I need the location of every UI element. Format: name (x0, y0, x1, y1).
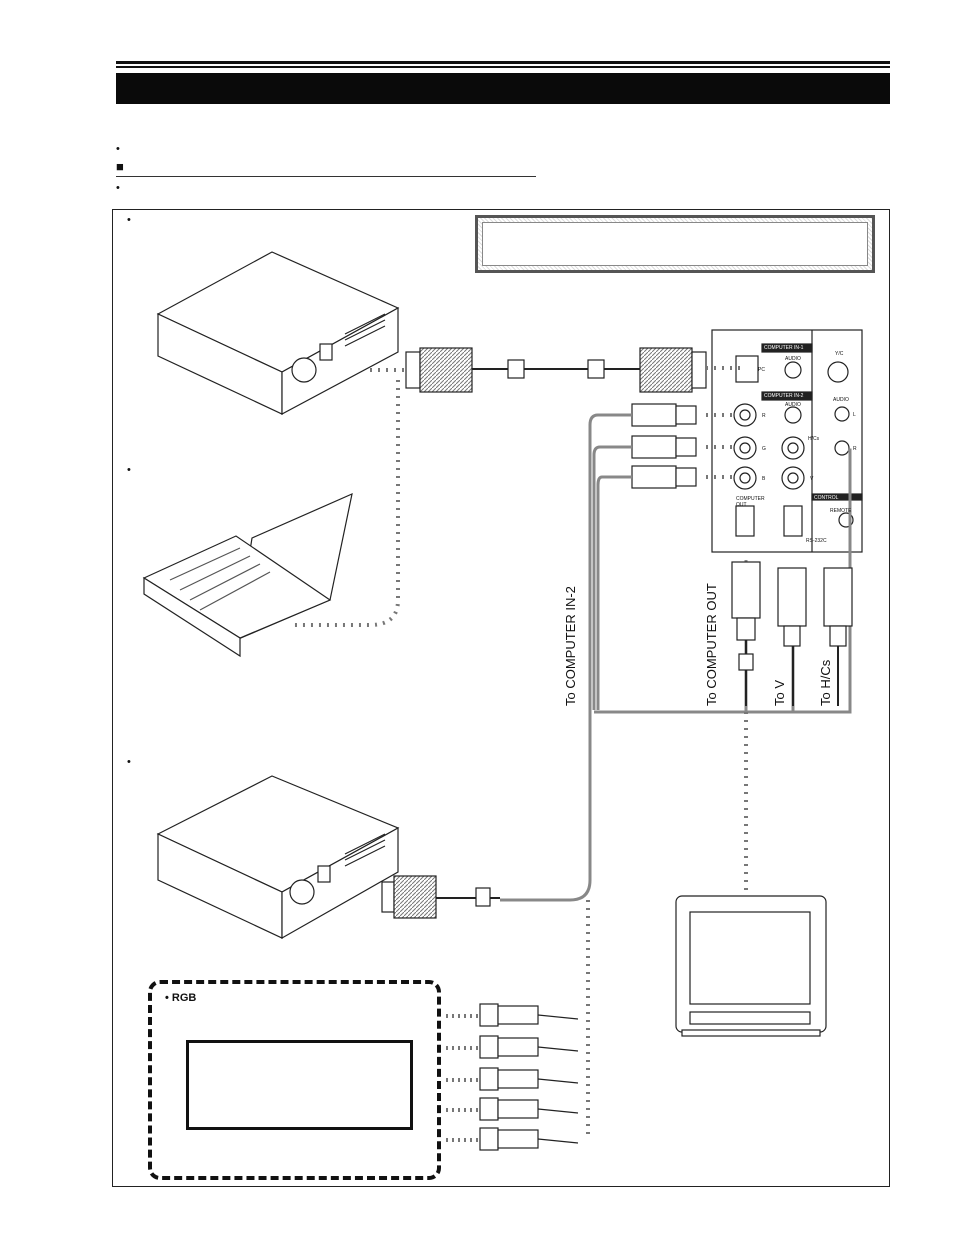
desktop-computer-2 (156, 775, 400, 940)
terminal-label-computer-in-1: COMPUTER IN-1 (764, 345, 804, 351)
bnc-plugs-panel (631, 403, 697, 489)
rgb-source-box (186, 1040, 413, 1130)
terminal-label-computer-out: COMPUTER OUT (736, 496, 765, 508)
monitor (675, 895, 827, 1037)
computer-in-2-dsub-cable (381, 875, 500, 919)
intro-bullet: • (116, 143, 120, 155)
terminal-label-r: R (762, 413, 766, 419)
section-underline (116, 176, 536, 177)
laptop-computer (142, 492, 353, 658)
header-top-rule (116, 61, 890, 64)
terminal-label-computer-in-2: COMPUTER IN-2 (764, 393, 804, 399)
terminal-label-control: CONTROL (814, 495, 839, 501)
terminal-label-r-audio: R (853, 446, 857, 452)
dotted-signal-paths (290, 366, 748, 1140)
terminal-label-audio-1: AUDIO (785, 356, 801, 362)
terminal-label-v: V (810, 476, 814, 482)
connection-diagram-frame (112, 209, 890, 1187)
rgb-bnc-cables (479, 1003, 579, 1151)
label-to-computer-out: To COMPUTER OUT (704, 583, 719, 706)
terminal-label-audio-3: AUDIO (833, 397, 849, 403)
intro-bullet-2: • (116, 182, 120, 194)
section-marker: ■ (116, 159, 124, 174)
terminal-label-remote: REMOTE (830, 508, 852, 514)
rgb-source-group (148, 980, 441, 1180)
terminal-label-b: B (762, 476, 766, 482)
rgb-label: • RGB (165, 992, 197, 1004)
desktop-computer-1 (156, 251, 400, 416)
section-title-bar (116, 73, 890, 104)
projector-terminal-panel (711, 329, 863, 553)
label-to-v: To V (772, 679, 787, 706)
rgb-arrows (446, 1014, 478, 1142)
desktop-pc-2-bullet: • (127, 756, 131, 768)
note-box (475, 215, 875, 273)
terminal-label-hcs: H/Cs (808, 436, 820, 442)
terminal-label-l: L (853, 412, 856, 418)
computer-in-1-cable (405, 347, 707, 393)
output-plugs (731, 561, 853, 706)
laptop-bullet: • (127, 464, 131, 476)
terminal-label-g: G (762, 446, 766, 452)
label-to-hcs: To H/Cs (818, 659, 833, 706)
desktop-pc-bullet: • (127, 214, 131, 226)
terminal-label-rs232c: RS-232C (806, 538, 827, 544)
terminal-label-yc: Y/C (835, 351, 844, 357)
label-to-computer-in-2: To COMPUTER IN-2 (563, 586, 578, 706)
terminal-label-audio-2: AUDIO (785, 402, 801, 408)
terminal-label-pc: PC (758, 367, 765, 373)
header-second-rule (116, 66, 890, 68)
